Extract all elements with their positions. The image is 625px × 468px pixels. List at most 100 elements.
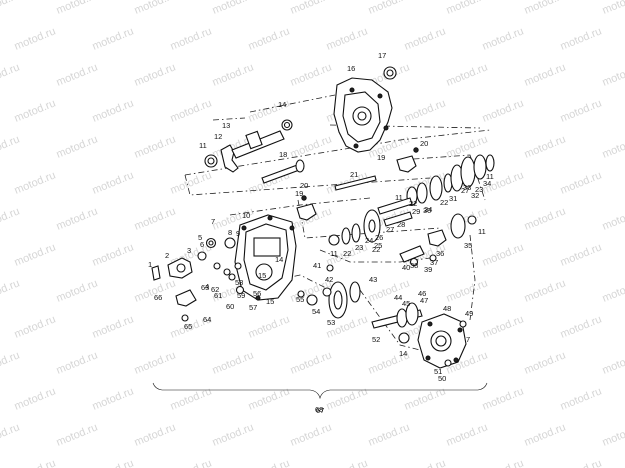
- callout-number: 47: [420, 296, 428, 305]
- callout-number: 19: [377, 153, 385, 162]
- watermark-text: motod.ru: [601, 61, 625, 88]
- callout-number: 20: [420, 139, 428, 148]
- watermark-text: motod.ru: [0, 277, 21, 304]
- callout-number: 39: [424, 265, 432, 274]
- callout-number: 34: [483, 179, 491, 188]
- watermark-text: motod.ru: [91, 385, 136, 412]
- watermark-text: motod.ru: [289, 421, 334, 448]
- chain-sprocket: [297, 264, 361, 319]
- watermark-text: motod.ru: [559, 25, 604, 52]
- watermark-text: motod.ru: [523, 421, 568, 448]
- watermark-text: motod.ru: [481, 241, 526, 268]
- watermark-text: motod.ru: [559, 385, 604, 412]
- watermark-text: motod.ru: [133, 133, 178, 160]
- watermark-text: motod.ru: [601, 0, 625, 17]
- watermark-text: motod.ru: [13, 241, 58, 268]
- callout-number: 64: [203, 315, 211, 324]
- assembly-brace: [152, 382, 488, 400]
- watermark-text: motod.ru: [481, 385, 526, 412]
- watermark-text: motod.ru: [523, 277, 568, 304]
- watermark-text: motod.ru: [247, 385, 292, 412]
- callout-number: 27: [461, 186, 469, 195]
- watermark-text: motod.ru: [601, 277, 625, 304]
- watermark-text: motod.ru: [247, 313, 292, 340]
- callout-number: 40: [402, 263, 410, 272]
- callout-number: 60: [226, 302, 234, 311]
- watermark-text: motod.ru: [289, 349, 334, 376]
- callout-number: 52: [372, 335, 380, 344]
- callout-number: 46: [418, 289, 426, 298]
- callout-number: 4: [205, 282, 209, 291]
- callout-number: 5: [198, 233, 202, 242]
- callout-number: 48: [443, 304, 451, 313]
- watermark-text: motod.ru: [559, 169, 604, 196]
- callout-number: 62: [211, 285, 219, 294]
- watermark-text: motod.ru: [445, 277, 490, 304]
- watermark-text: motod.ru: [445, 421, 490, 448]
- watermark-text: motod.ru: [559, 97, 604, 124]
- callout-number: 37: [430, 258, 438, 267]
- watermark-text: motod.ru: [367, 421, 412, 448]
- callout-number: 50: [438, 374, 446, 383]
- watermark-text: motod.ru: [13, 385, 58, 412]
- watermark-text: motod.ru: [559, 313, 604, 340]
- watermark-text: motod.ru: [133, 0, 178, 17]
- callout-number: 53: [327, 318, 335, 327]
- main-case: [234, 214, 297, 301]
- input-shaft-assembly: [204, 119, 293, 173]
- shaft-18: [261, 159, 305, 184]
- watermark-text: motod.ru: [13, 97, 58, 124]
- watermark-text: motod.ru: [0, 0, 21, 17]
- watermark-text: motod.ru: [0, 61, 21, 88]
- callout-number: 19: [295, 189, 303, 198]
- callout-number: 11: [330, 249, 338, 258]
- watermark-text: motod.ru: [559, 457, 604, 468]
- watermark-text: motod.ru: [13, 457, 58, 468]
- right-gear-35: [450, 213, 477, 239]
- callout-number: 14: [275, 255, 283, 264]
- callout-number: 44: [394, 293, 402, 302]
- watermark-text: motod.ru: [403, 385, 448, 412]
- callout-number: 63: [201, 283, 209, 292]
- callout-number: 35: [464, 241, 472, 250]
- callout-number: 67: [316, 406, 324, 415]
- callout-number: 11: [395, 193, 403, 202]
- fill-plug: [383, 66, 397, 80]
- watermark-text: motod.ru: [91, 313, 136, 340]
- callout-number: 24: [424, 205, 432, 214]
- callout-number: 61: [214, 291, 222, 300]
- callout-number: 14: [399, 349, 407, 358]
- watermark-text: motod.ru: [55, 133, 100, 160]
- watermark-text: motod.ru: [0, 349, 21, 376]
- watermark-text: motod.ru: [0, 205, 21, 232]
- middle-gear-stack: [328, 209, 413, 246]
- callout-number: 43: [369, 275, 377, 284]
- watermark-text: motod.ru: [91, 25, 136, 52]
- watermark-text: motod.ru: [0, 133, 21, 160]
- watermark-text: motod.ru: [211, 421, 256, 448]
- callout-number: 27: [386, 225, 394, 234]
- callout-number: 41: [313, 261, 321, 270]
- watermark-text: motod.ru: [289, 61, 334, 88]
- watermark-text: motod.ru: [367, 0, 412, 17]
- watermark-text: motod.ru: [0, 421, 21, 448]
- callout-number: 10: [242, 211, 250, 220]
- cover-housing: [333, 77, 393, 153]
- callout-number: 11: [486, 172, 494, 181]
- watermark-text: motod.ru: [211, 61, 256, 88]
- watermark-text: motod.ru: [247, 25, 292, 52]
- callout-number: 66: [154, 293, 162, 302]
- callout-number: 14: [278, 100, 286, 109]
- rear-cover: [417, 313, 467, 369]
- watermark-text: motod.ru: [403, 25, 448, 52]
- shift-fork-upper: [396, 147, 419, 173]
- watermark-text: motod.ru: [523, 0, 568, 17]
- watermark-text: motod.ru: [325, 385, 370, 412]
- callout-number: 3: [187, 246, 191, 255]
- callout-number: 56: [253, 289, 261, 298]
- upper-gear-stack: [377, 154, 495, 215]
- watermark-text: motod.ru: [133, 349, 178, 376]
- watermark-text: motod.ru: [481, 25, 526, 52]
- callout-number: 59: [237, 291, 245, 300]
